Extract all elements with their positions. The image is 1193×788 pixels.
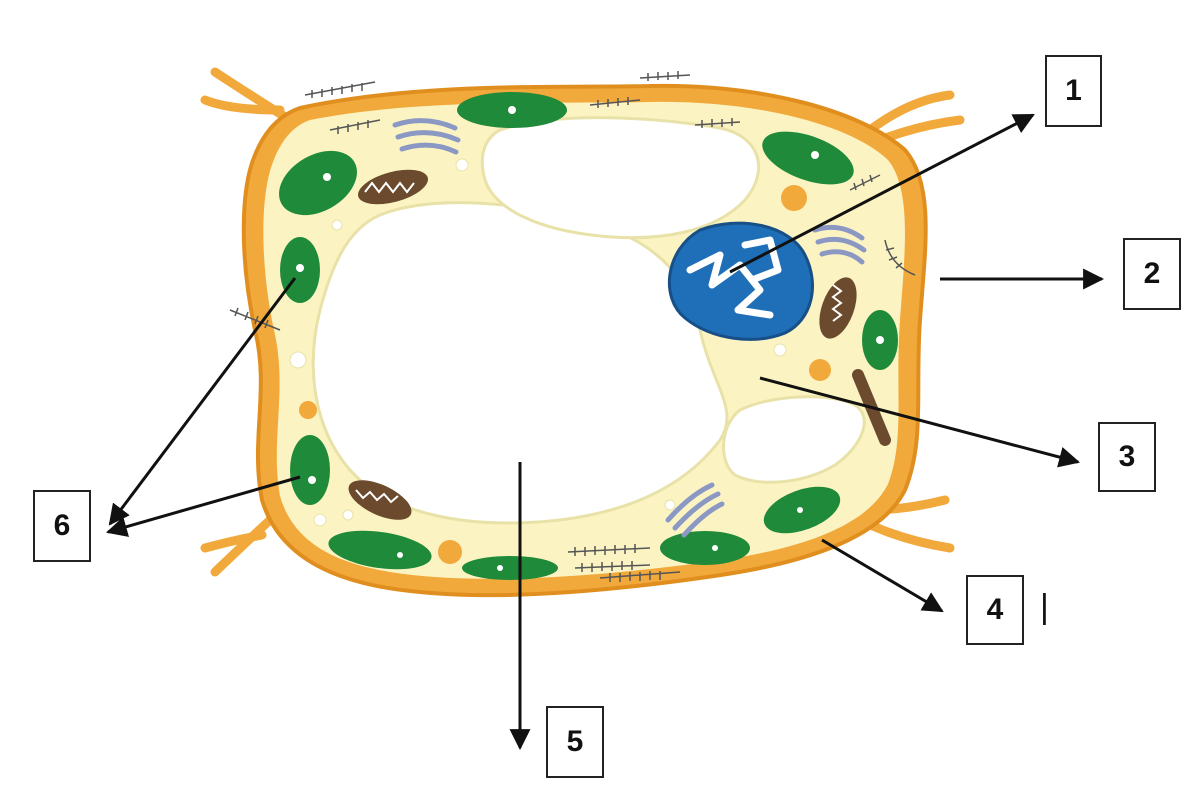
- label-box-6: 6: [33, 490, 91, 562]
- label-3-text: 3: [1118, 440, 1136, 473]
- label-box-4: 4: [966, 575, 1024, 645]
- small-vacuole: [722, 395, 866, 484]
- golgi-apparatus: [392, 118, 867, 538]
- label-box-2: 2: [1123, 238, 1181, 310]
- label-box-1: 1: [1045, 55, 1102, 127]
- leader-arrows: [105, 113, 1105, 751]
- label-6-text: 6: [53, 509, 71, 542]
- nucleus: [668, 221, 814, 341]
- vesicles: [289, 158, 831, 564]
- arrow-6b: [105, 475, 301, 537]
- arrow-3: [759, 376, 1081, 468]
- endoplasmic-reticulum: [229, 71, 916, 582]
- arrow-4: [821, 538, 944, 613]
- label-1-text: 1: [1065, 74, 1082, 107]
- arrow-1: [729, 113, 1035, 274]
- label-2-text: 2: [1143, 257, 1161, 290]
- label-4-text: 4: [986, 593, 1004, 626]
- label-5-text: 5: [566, 725, 584, 758]
- arrow-6a: [108, 277, 297, 526]
- cursor-mark: |: [1040, 588, 1049, 626]
- label-box-3: 3: [1098, 422, 1156, 492]
- label-box-5: 5: [546, 706, 604, 778]
- chloroplasts: [279, 92, 898, 580]
- upper-vacuole: [480, 116, 761, 240]
- chloroplast-centers: [296, 106, 884, 571]
